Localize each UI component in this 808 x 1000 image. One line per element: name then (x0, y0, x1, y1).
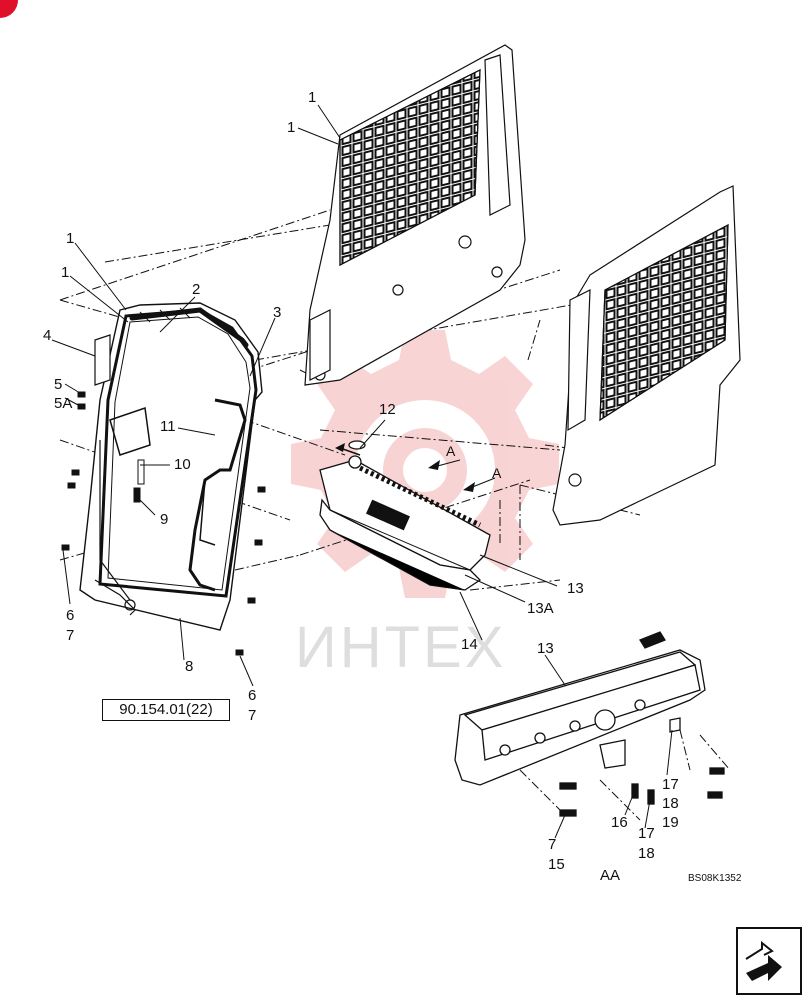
next-page-arrow-icon (745, 940, 782, 981)
detail-view-label: AA (600, 867, 621, 884)
callout-18: 18 (638, 845, 655, 862)
callout-3: 3 (273, 304, 282, 321)
callout-14: 14 (461, 636, 478, 653)
view-arrows (335, 443, 475, 492)
callout-7: 7 (66, 627, 75, 644)
right-rear-panel (552, 185, 741, 526)
drawing-code: BS08K1352 (688, 873, 742, 884)
callout-5: 5 (54, 376, 63, 393)
callout-11: 11 (160, 418, 176, 435)
callout-4: 4 (43, 327, 52, 344)
view-marker-a: A (446, 443, 456, 459)
callout-6: 6 (66, 607, 75, 624)
leader-lines (51, 104, 673, 839)
callout-17: 17 (662, 776, 679, 793)
next-page-button[interactable] (736, 927, 802, 995)
view-marker-a: A (492, 465, 502, 481)
upper-rear-panel (304, 44, 526, 386)
callout-13: 13 (567, 580, 584, 597)
detail-light-assembly (454, 631, 725, 817)
callout-16: 16 (611, 814, 628, 831)
watermark-text: ИНТЕХ (295, 615, 507, 680)
callout-7: 7 (248, 707, 257, 724)
callout-13a: 13A (527, 600, 554, 617)
door-frame (79, 302, 263, 631)
callout-1: 1 (66, 230, 75, 247)
reference-link[interactable]: 90.154.01(22) (102, 699, 230, 721)
center-console (319, 440, 491, 591)
callout-12: 12 (379, 401, 396, 418)
callout-10: 10 (174, 456, 191, 473)
callout-2: 2 (192, 281, 201, 298)
callout-5a: 5A (54, 395, 73, 412)
callout-17: 17 (638, 825, 655, 842)
callout-1: 1 (287, 119, 296, 136)
callout-19: 19 (662, 814, 679, 831)
door-hardware (61, 391, 266, 656)
corner-marker-icon (0, 0, 18, 18)
callout-13: 13 (537, 640, 554, 657)
callout-7: 7 (548, 836, 557, 853)
callout-1: 1 (308, 89, 317, 106)
callout-9: 9 (160, 511, 169, 528)
callout-6: 6 (248, 687, 257, 704)
callout-8: 8 (185, 658, 194, 675)
callout-18: 18 (662, 795, 679, 812)
callout-1: 1 (61, 264, 70, 281)
callout-15: 15 (548, 856, 565, 873)
